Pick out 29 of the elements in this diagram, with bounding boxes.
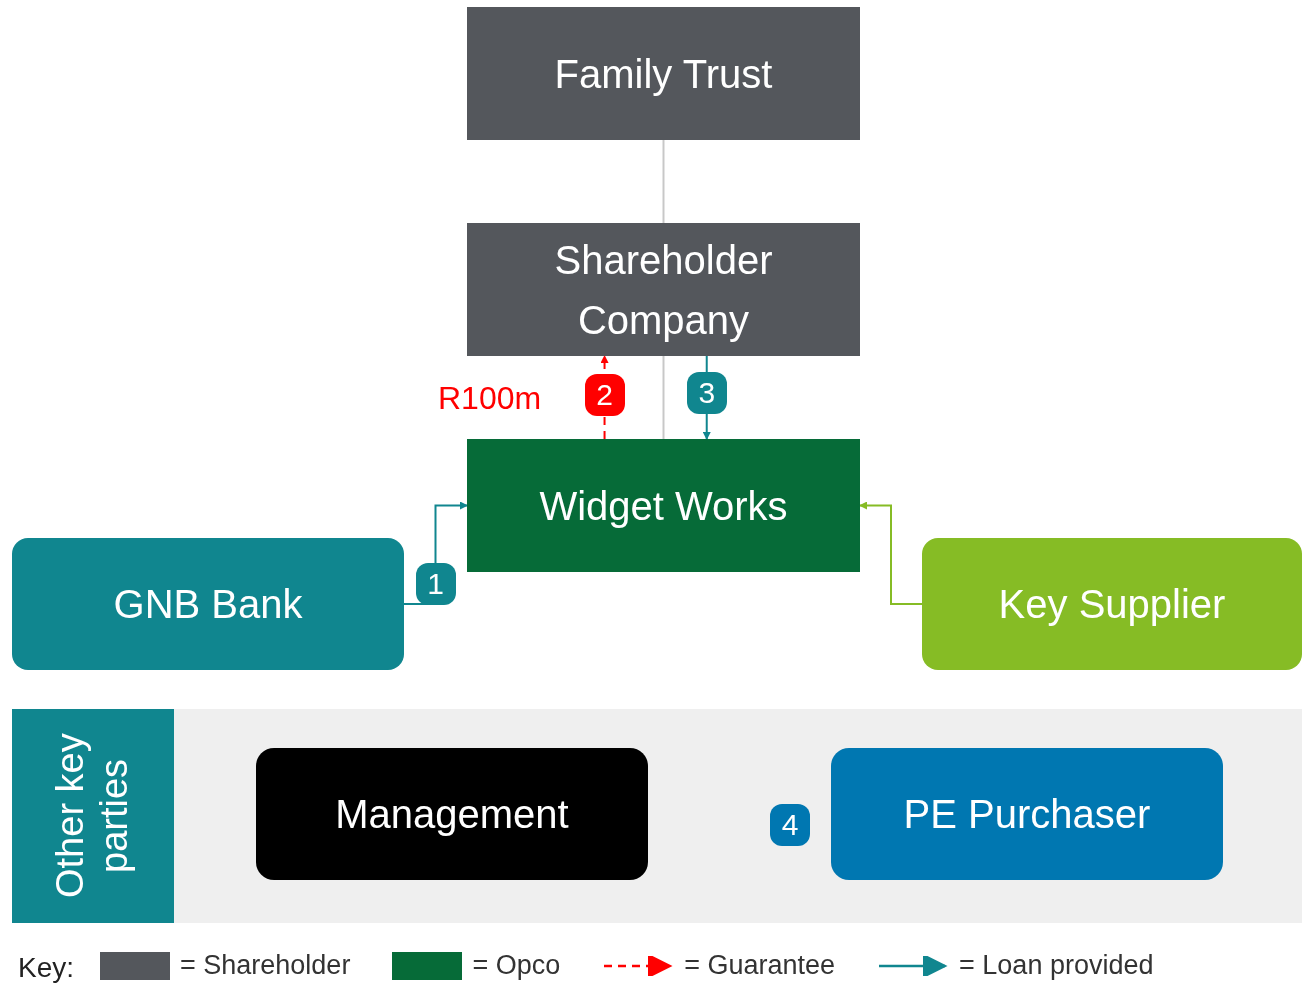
connector-line <box>662 355 665 440</box>
entity-box <box>256 748 648 880</box>
connector-line <box>662 139 665 224</box>
edge-label: 2 <box>584 374 625 416</box>
legend-text: = Loan provided <box>959 950 1154 981</box>
legend-text: = Shareholder <box>180 950 351 981</box>
legend-text: = Guarantee <box>684 950 836 981</box>
entity-box <box>467 439 860 572</box>
entity-box <box>922 538 1302 670</box>
entity-label: GNB Bank <box>113 581 303 628</box>
key-label: Key: <box>18 952 75 983</box>
entity-label: Management <box>335 791 569 838</box>
entity-box <box>467 223 860 356</box>
band-title: Other key parties <box>49 732 136 901</box>
callout-number: 4 <box>770 804 810 846</box>
legend-text: = Opco <box>472 950 561 981</box>
entity-box <box>12 538 404 670</box>
entity-label: Key Supplier <box>998 581 1226 628</box>
entity-box <box>467 7 860 140</box>
edge-label: 1 <box>415 563 456 606</box>
arrow <box>859 501 923 605</box>
entity-label: Shareholder Company <box>553 236 774 344</box>
amount-label: R100m <box>438 380 542 417</box>
edge-label: 3 <box>686 372 727 415</box>
group-band <box>12 709 1302 923</box>
entity-box <box>831 748 1223 880</box>
entity-label: Family Trust <box>554 50 773 98</box>
entity-label: Widget Works <box>539 482 788 530</box>
entity-label: PE Purchaser <box>903 791 1151 838</box>
